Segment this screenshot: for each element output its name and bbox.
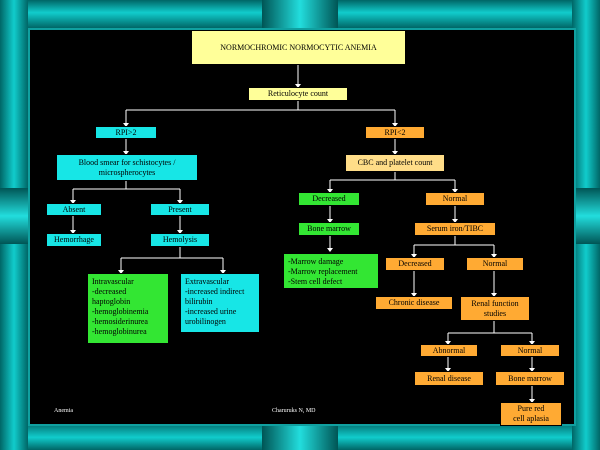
frame-tab-top xyxy=(262,0,338,32)
footer-left-label: Anemia xyxy=(54,408,73,414)
decreased-cbc-box: Decreased xyxy=(298,192,360,206)
hemorrhage-box: Hemorrhage xyxy=(46,233,102,247)
absent-box: Absent xyxy=(46,203,102,216)
marrow-notes-box: -Marrow damage -Marrow replacement -Stem… xyxy=(283,253,379,289)
present-box: Present xyxy=(150,203,210,216)
rpi-greater-2-box: RPI>2 xyxy=(95,126,157,139)
normal-cbc-box: Normal xyxy=(425,192,485,206)
intravascular-box: Intravascular -decreased haptoglobin -he… xyxy=(87,273,169,344)
abnormal-box: Abnormal xyxy=(420,344,478,357)
hemolysis-box: Hemolysis xyxy=(150,233,210,247)
bone-marrow-box-2: Bone marrow xyxy=(495,371,565,386)
renal-disease-box: Renal disease xyxy=(414,371,484,386)
reticulocyte-count-box: Reticulocyte count xyxy=(248,87,348,101)
decreased-iron-box: Decreased xyxy=(385,257,445,271)
chronic-disease-box: Chronic disease xyxy=(375,296,453,310)
pure-red-cell-aplasia-box: Pure red cell aplasia xyxy=(500,402,562,426)
normal-iron-box: Normal xyxy=(466,257,524,271)
footer-author-label: Charuruks N, MD xyxy=(272,408,316,414)
extravascular-box: Extravascular -increased indirect biliru… xyxy=(180,273,260,333)
blood-smear-box: Blood smear for schistocytes / microsphe… xyxy=(56,154,198,181)
serum-iron-tibc-box: Serum iron/TIBC xyxy=(414,222,496,236)
cbc-platelet-box: CBC and platelet count xyxy=(345,154,445,172)
renal-function-studies-box: Renal function studies xyxy=(460,296,530,321)
bone-marrow-box-1: Bone marrow xyxy=(298,222,360,236)
rpi-less-2-box: RPI<2 xyxy=(365,126,425,139)
normal-renal-box: Normal xyxy=(500,344,560,357)
title-box: NORMOCHROMIC NORMOCYTIC ANEMIA xyxy=(191,30,406,65)
